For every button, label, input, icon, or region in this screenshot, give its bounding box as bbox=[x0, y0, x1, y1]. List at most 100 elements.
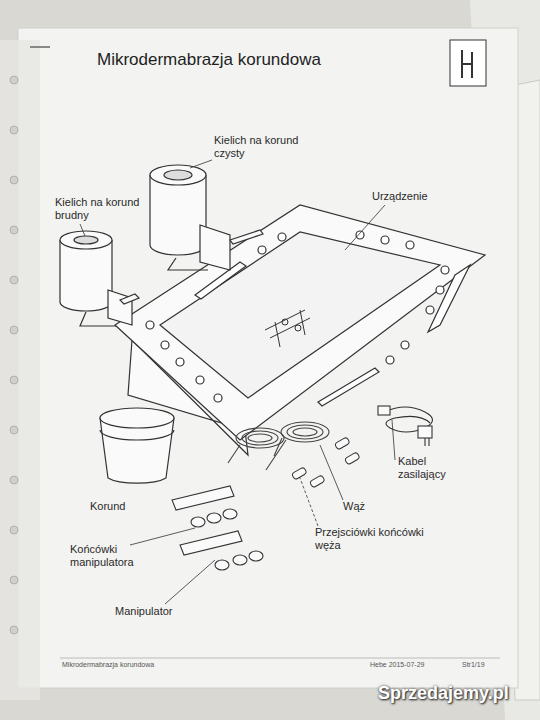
part-label: Kielich na korund brudny bbox=[55, 196, 150, 222]
background-sheets-part bbox=[60, 658, 500, 659]
part-label: Końcówki manipulatora bbox=[70, 543, 150, 569]
handpieces-part bbox=[249, 551, 263, 561]
corundum-bucket-part bbox=[100, 408, 174, 428]
hose-coils-part bbox=[242, 431, 278, 445]
device-frame-part-part bbox=[176, 358, 184, 366]
clean-cup-part bbox=[164, 170, 192, 180]
logo-part bbox=[450, 40, 486, 86]
device-frame-part bbox=[146, 231, 449, 402]
device-frame-part-part bbox=[406, 241, 414, 249]
dirty-cup-part bbox=[74, 236, 98, 244]
device-frame-part bbox=[265, 310, 310, 347]
background-sheets-part bbox=[0, 40, 40, 700]
device-frame-part-part bbox=[441, 266, 449, 274]
device-frame-part-part bbox=[295, 325, 301, 331]
leader-lines-part bbox=[392, 420, 395, 460]
background-sheets-part-part bbox=[10, 376, 18, 384]
leader-lines-part bbox=[165, 560, 215, 604]
leader-lines-part bbox=[130, 528, 195, 545]
device-frame-part-part bbox=[214, 394, 222, 402]
handpieces-part bbox=[180, 531, 242, 555]
hose-adapters-part bbox=[309, 475, 325, 488]
logo-part bbox=[462, 50, 472, 78]
handpieces-part bbox=[223, 509, 237, 519]
dirty-cup-part bbox=[80, 312, 116, 326]
watermark: Sprzedajemy.pl bbox=[378, 683, 509, 705]
background-sheets-part-part bbox=[10, 276, 18, 284]
background-sheets-part-part bbox=[10, 476, 18, 484]
handpieces-part bbox=[233, 555, 247, 565]
handpieces-part bbox=[215, 560, 229, 570]
power-cable-part bbox=[378, 406, 390, 415]
device-frame-part-part bbox=[278, 233, 286, 241]
corundum-bucket bbox=[100, 408, 174, 483]
background-sheets-part-part bbox=[10, 626, 18, 634]
background-sheets-part-part bbox=[10, 76, 18, 84]
hose-coils bbox=[228, 422, 329, 470]
clean-cup bbox=[150, 165, 263, 270]
handpieces-part bbox=[207, 513, 221, 523]
leader-lines-part bbox=[320, 445, 343, 500]
clean-cup-part bbox=[150, 165, 206, 185]
device-frame-part-part bbox=[381, 236, 389, 244]
leader-lines-part bbox=[300, 478, 318, 526]
page-number: Str1/19 bbox=[462, 661, 485, 669]
device-frame-part-part bbox=[356, 231, 364, 239]
corundum-bucket-part bbox=[100, 430, 174, 440]
background-sheets-part-part bbox=[10, 226, 18, 234]
dirty-cup-part bbox=[60, 231, 112, 249]
background-sheets-part-part bbox=[10, 426, 18, 434]
hose-coils-part bbox=[281, 422, 329, 442]
clean-cup-part bbox=[150, 175, 206, 255]
device-frame-part-part bbox=[146, 321, 154, 329]
background-sheets-part-part bbox=[10, 176, 18, 184]
handpieces-part bbox=[191, 517, 205, 527]
background-sheets-part-part bbox=[10, 326, 18, 334]
device-frame-part-part bbox=[436, 286, 444, 294]
hose-adapters-part bbox=[334, 437, 350, 450]
page-title: Mikrodermabrazja korundowa bbox=[97, 50, 321, 70]
hose-coils-part bbox=[236, 428, 284, 448]
handpieces bbox=[172, 486, 263, 570]
device-frame-part-part bbox=[161, 341, 169, 349]
footer-text: Mikrodermabrazja korundowa bbox=[62, 661, 154, 669]
hose-coils-part bbox=[248, 434, 272, 442]
device-frame-part-part bbox=[258, 246, 266, 254]
background-sheets-part bbox=[18, 28, 518, 688]
part-label: Urządzenie bbox=[372, 190, 428, 203]
leader-lines-part bbox=[80, 224, 85, 236]
part-label: Kielich na korund czysty bbox=[214, 134, 314, 160]
background-sheets-part bbox=[10, 76, 18, 634]
part-label: Korund bbox=[90, 500, 125, 513]
dirty-cup bbox=[60, 231, 139, 326]
device-frame-part bbox=[318, 368, 379, 406]
dirty-cup-part bbox=[108, 290, 132, 325]
clean-cup-part bbox=[168, 258, 208, 270]
dirty-cup-part bbox=[120, 294, 139, 304]
hose-adapters bbox=[291, 437, 360, 488]
hose-coils-part bbox=[228, 438, 286, 470]
device-frame-part-part bbox=[386, 356, 394, 364]
logo bbox=[450, 40, 486, 86]
device-frame-part-part bbox=[196, 376, 204, 384]
part-label: Manipulator bbox=[115, 605, 172, 618]
device-frame-part-part bbox=[401, 341, 409, 349]
device-frame-part-part bbox=[265, 310, 310, 347]
hose-coils-part bbox=[287, 425, 323, 439]
part-label: Kabel zasilający bbox=[398, 455, 468, 481]
hose-adapters-part bbox=[291, 467, 307, 480]
part-label: Przejsciówki końcówki węża bbox=[315, 526, 425, 552]
clean-cup-part bbox=[230, 230, 263, 244]
clean-cup-part bbox=[200, 225, 230, 270]
background-sheets-part bbox=[30, 46, 50, 48]
handpieces-part bbox=[172, 486, 234, 510]
footer-text: Hebe 2015-07-29 bbox=[370, 661, 425, 669]
background-sheets-part-part bbox=[10, 126, 18, 134]
leader-lines-part bbox=[345, 205, 385, 250]
background-sheets-part-part bbox=[10, 576, 18, 584]
hose-adapters-part bbox=[344, 452, 360, 465]
leader-lines-part bbox=[190, 160, 212, 168]
